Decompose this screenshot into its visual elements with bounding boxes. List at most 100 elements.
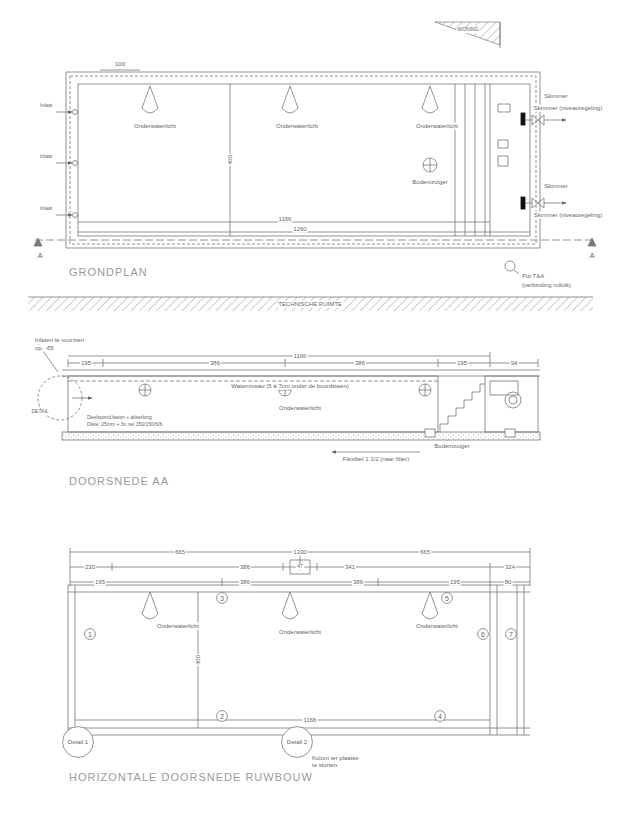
drawing-label: 94 [510, 360, 519, 367]
plan-view-part [532, 115, 544, 125]
drawing-label: Kolom ter plaatse te storten [311, 755, 365, 768]
view-title: DOORSNEDE AA [68, 475, 170, 487]
plan-view-part [525, 203, 532, 204]
horizontal-section-part [112, 563, 113, 571]
horizontal-section-part [524, 585, 525, 735]
horizontal-section-part [317, 563, 318, 571]
plan-view-part [521, 113, 525, 125]
plan-view-part [35, 240, 595, 241]
drawing-label: 80 [504, 579, 513, 586]
drawing-label: Skimmer [543, 183, 569, 190]
callout-number: 5 [445, 595, 449, 602]
section-aa-part [425, 384, 426, 396]
plan-view-part [465, 84, 466, 236]
plan-view-part [56, 112, 72, 113]
horizontal-section-part [142, 592, 158, 619]
plan-view-part [500, 22, 501, 48]
plan-view-part [423, 158, 437, 172]
drawing-label: 1260 [292, 226, 307, 233]
plan-view-part [34, 238, 42, 246]
plan-view-part [455, 84, 456, 236]
section-aa-part [505, 429, 515, 437]
drawing-label: Bodemzuiger [433, 443, 470, 450]
callout-number: 7 [509, 631, 513, 638]
circle-outline [85, 629, 96, 640]
section-aa-part [509, 396, 517, 404]
drawing-label: 386 [239, 579, 251, 586]
plan-view-part [475, 84, 476, 236]
callout-circle: 6 [477, 628, 489, 640]
plan-view-part [435, 22, 500, 45]
drawing-label: Put T&A [521, 273, 545, 280]
horizontal-section-part [490, 563, 491, 586]
drawing-label: (verbinding rolluik) [521, 282, 572, 289]
drawing-label: 386 [352, 579, 364, 586]
callout-circle: 4 [434, 710, 446, 722]
drawing-label: Inlaat [39, 206, 53, 212]
drawing-label: Onderwaterlicht [278, 629, 322, 636]
plan-view-part [498, 156, 508, 166]
drawing-label: Onderwaterlicht [415, 123, 459, 130]
horizontal-section-part [497, 585, 498, 735]
section-aa-part [419, 384, 431, 396]
plan-view-part [422, 86, 438, 113]
plan-view-part [532, 198, 544, 208]
plan-view-part [282, 86, 298, 113]
plan-view-part [73, 110, 78, 115]
section-aa-part [68, 359, 69, 367]
drawing-label: 665 [419, 549, 431, 556]
drawing-label: Skimmer (niveauregeling) [533, 212, 603, 219]
horizontal-section-part [490, 585, 491, 735]
horizontal-section-part [283, 563, 284, 571]
plan-view-part [56, 215, 72, 216]
section-aa-part [68, 381, 438, 382]
drawing-label: Flexibel 1 1/2 (naar filter) [342, 456, 410, 463]
drawing-label: DETAIL [30, 409, 49, 415]
callout-circle: 5 [441, 592, 453, 604]
plan-view-part [28, 297, 593, 311]
section-aa-part [490, 381, 518, 395]
drawing-label: A [589, 252, 596, 260]
circle-outline [217, 593, 228, 604]
plan-view-part [73, 161, 78, 166]
section-aa-part [62, 432, 540, 440]
section-aa-part [68, 376, 438, 432]
section-aa-part [505, 392, 521, 408]
drawing-label: 100 [114, 61, 126, 68]
plan-view-part [498, 140, 508, 148]
detail-circle: Detail 1 [62, 726, 94, 758]
horizontal-section-part [517, 585, 518, 735]
section-aa-part [103, 359, 104, 367]
callout-circle: 3 [216, 592, 228, 604]
drawing-label: Onderwaterlicht [278, 405, 322, 412]
plan-view-part [142, 86, 158, 113]
drawing-label: 386 [239, 564, 251, 571]
plan-view-part [544, 203, 566, 204]
drawing-label: Waterniveau (5 à 7cm onder de boordsteen… [230, 383, 350, 390]
drawing-label: 1330 [292, 549, 307, 556]
drawing-label: Deelspond beton + afwerking [86, 415, 153, 421]
plan-view-part [28, 297, 593, 298]
drawing-label: Dikte: 25mm + 3x net 150/150/6/6 [86, 422, 163, 428]
horizontal-section [68, 548, 530, 752]
section-aa-part [538, 359, 539, 367]
drawing-label: Onderwaterlicht [275, 123, 319, 130]
drawing-label: 324 [504, 564, 516, 571]
plan-view-part [66, 72, 540, 248]
callout-number: 1 [88, 631, 92, 638]
horizontal-section-part [530, 548, 531, 586]
horizontal-section-part [75, 720, 490, 721]
plan-view-part [78, 84, 530, 236]
detail-circle: Detail 2 [281, 726, 313, 758]
horizontal-section-part [68, 585, 69, 735]
drawing-label: 665 [174, 549, 186, 556]
callout-circle: 2 [216, 710, 228, 722]
circle-outline [282, 727, 313, 758]
plan-view-part [498, 104, 510, 112]
callout-number: 6 [481, 631, 485, 638]
plan-view-part [485, 84, 486, 236]
section-aa-part [438, 359, 439, 367]
drawing-label: 1166 [293, 353, 308, 360]
section-aa [38, 344, 540, 452]
circle-outline [217, 711, 228, 722]
